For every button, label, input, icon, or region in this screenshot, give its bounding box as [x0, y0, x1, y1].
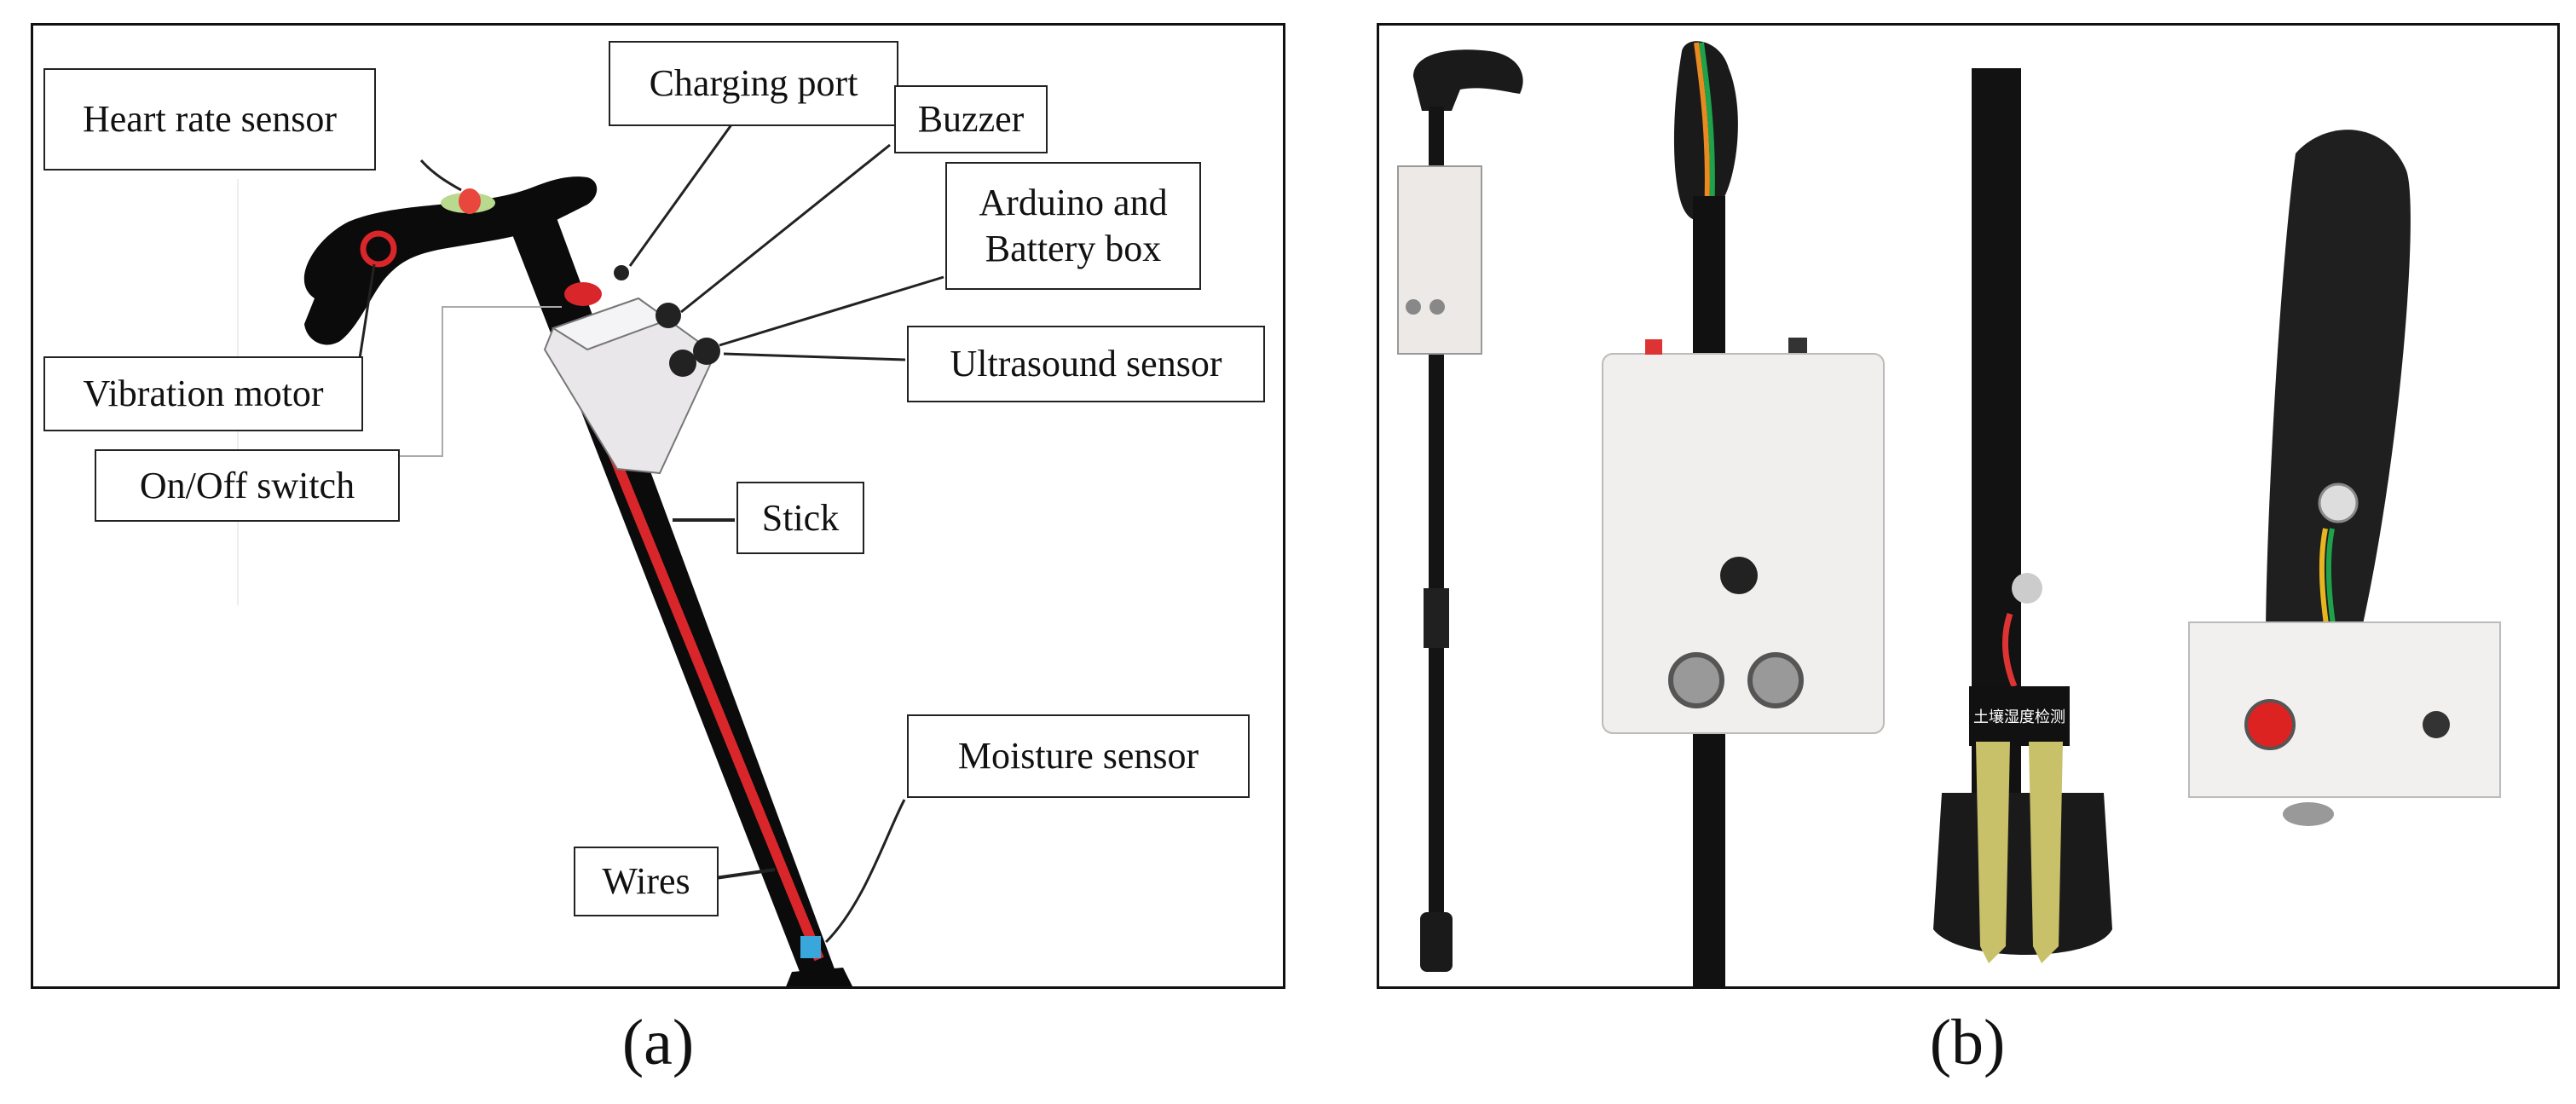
caption-a: (a)	[621, 1007, 695, 1078]
box-closeup-body	[1602, 353, 1885, 734]
cane-handle	[303, 176, 598, 345]
on-off-switch	[564, 282, 602, 306]
handle-photo-heart-sensor	[2318, 483, 2359, 523]
moisture-photo-wire	[2002, 612, 2018, 688]
schematic-panel: Heart rate sensor Charging port Buzzer A…	[31, 23, 1285, 989]
label-stick: Stick	[736, 482, 864, 554]
photo-box-closeup	[1602, 41, 1885, 986]
leader-arduino	[719, 275, 944, 347]
label-moisture-sensor: Moisture sensor	[907, 714, 1250, 798]
label-vibration-motor: Vibration motor	[43, 356, 363, 431]
box-closeup-buzzer	[1720, 557, 1758, 594]
caption-b: (b)	[1929, 1007, 2006, 1078]
leader-ultrasound	[723, 352, 906, 361]
ultrasound-left	[669, 350, 696, 377]
label-arduino-line2: Battery box	[985, 228, 1162, 269]
cane-schematic	[237, 123, 944, 986]
cane-foot	[786, 968, 852, 986]
photo-panel: 土壤湿度检测	[1377, 23, 2560, 989]
moisture-photo-probe-left	[1976, 742, 2010, 963]
full-cane-joint	[1424, 588, 1449, 648]
handle-photo-box	[2188, 621, 2501, 798]
box-closeup-red-button	[1645, 339, 1662, 355]
heart-rate-sensor	[459, 188, 481, 214]
full-cane-box	[1397, 165, 1482, 355]
leader-buzzer	[680, 143, 891, 314]
leader-charging	[628, 123, 734, 267]
buzzer-dot	[656, 303, 681, 328]
label-charging-port: Charging port	[609, 41, 898, 126]
vibration-motor	[360, 230, 397, 268]
handle-photo-port	[2423, 711, 2450, 738]
moisture-photo-module-label: 土壤湿度检测	[1973, 708, 2065, 726]
full-cane-foot	[1420, 912, 1453, 972]
moisture-photo-module	[1969, 686, 2070, 746]
handle-photo-bottom-sensor	[2283, 802, 2334, 826]
label-wires: Wires	[574, 847, 719, 916]
photo-handle-closeup	[2188, 130, 2501, 826]
label-on-off-switch: On/Off switch	[95, 449, 400, 522]
leader-switch	[400, 306, 562, 457]
label-heart-rate-sensor: Heart rate sensor	[43, 68, 376, 171]
box-closeup-ultrasound-right	[1747, 652, 1804, 708]
moisture-photo-led	[2012, 573, 2042, 604]
full-cane-sensor-b	[1430, 299, 1445, 315]
photo-moisture-sensor: 土壤湿度检测	[1933, 68, 2112, 963]
leader-wires	[714, 868, 776, 880]
box-closeup-port	[1788, 338, 1807, 353]
label-arduino-battery: Arduino and Battery box	[945, 162, 1201, 290]
ultrasound-right	[693, 338, 720, 365]
charging-port-dot	[614, 265, 629, 280]
leader-heart	[419, 159, 462, 192]
moisture-sensor	[800, 936, 821, 958]
leader-moisture	[824, 799, 906, 944]
label-arduino-line1: Arduino and	[979, 182, 1168, 224]
handle-photo-grip	[2266, 130, 2411, 640]
moisture-photo-foot	[1933, 793, 2112, 955]
wire	[595, 419, 824, 962]
label-ultrasound-sensor: Ultrasound sensor	[907, 326, 1265, 402]
moisture-photo-probe-right	[2029, 742, 2063, 963]
full-cane-handle	[1413, 49, 1523, 111]
cane-photos: 土壤湿度检测	[1397, 41, 2501, 986]
handle-photo-red-button	[2244, 699, 2296, 750]
box-closeup-ultrasound-left	[1668, 652, 1724, 708]
label-buzzer: Buzzer	[894, 85, 1048, 153]
photo-full-cane	[1397, 49, 1523, 972]
full-cane-sensor-a	[1406, 299, 1421, 315]
